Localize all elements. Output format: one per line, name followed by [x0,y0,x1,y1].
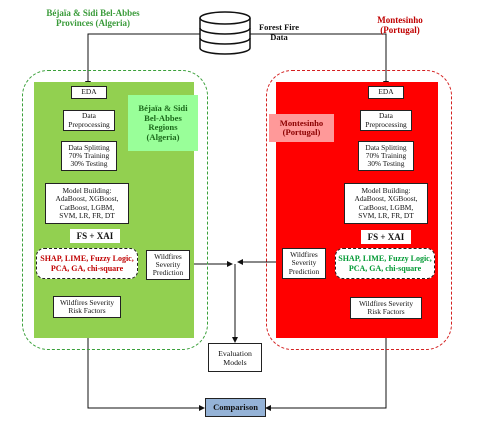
arrow-db-to-left [85,33,200,87]
arrow-right-risk-to-comparison [265,319,387,411]
left-splitting-box: Data Splitting 70% Training 30% Testing [61,141,117,171]
right-eda-box: EDA [368,86,404,99]
portugal-region-label: Montesinho (Portugal) [269,114,334,142]
data-source-label: Forest Fire Data [258,22,300,42]
arrow-left-risk-to-comparison [87,318,205,411]
left-risk-factors-box: Wildfires Severity Risk Factors [53,296,121,318]
left-preprocessing-box: Data Preprocessing [63,110,115,131]
right-xai-methods-box: SHAP, LIME, Fuzzy Logic, PCA, GA, chi-sq… [335,248,435,279]
database-cylinder-icon [199,11,251,55]
right-preprocessing-box: Data Preprocessing [360,110,412,131]
portugal-title: Montesinho (Portugal) [377,15,423,35]
algeria-title: Béjaïa & Sidi Bel-Abbes Provinces (Alger… [46,8,140,28]
right-fs-xai-label: FS + XAI [361,230,411,244]
evaluation-models-box: Evaluation Models [208,343,262,372]
left-eda-box: EDA [71,86,107,99]
right-model-building-box: Model Building: AdaBoost, XGBoost, CatBo… [344,183,428,224]
left-model-building-box: Model Building: AdaBoost, XGBoost, CatBo… [45,183,129,224]
right-splitting-box: Data Splitting 70% Training 30% Testing [358,141,414,171]
right-severity-prediction-box: Wildfires Severity Prediction [282,248,326,279]
comparison-box: Comparison [205,398,266,417]
algeria-region-label: Béjaïa & Sidi Bel-Abbes Regions (Algeria… [128,95,198,151]
left-xai-methods-box: SHAP, LIME, Fuzzy Logic, PCA, GA, chi-sq… [36,248,138,279]
left-severity-prediction-box: Wildfires Severity Prediction [146,250,190,280]
left-fs-xai-label: FS + XAI [70,229,120,243]
portugal-dashed-frame [266,70,452,350]
algeria-dashed-frame [22,70,208,350]
arrow-db-to-right [250,33,389,87]
right-risk-factors-box: Wildfires Severity Risk Factors [350,297,422,319]
